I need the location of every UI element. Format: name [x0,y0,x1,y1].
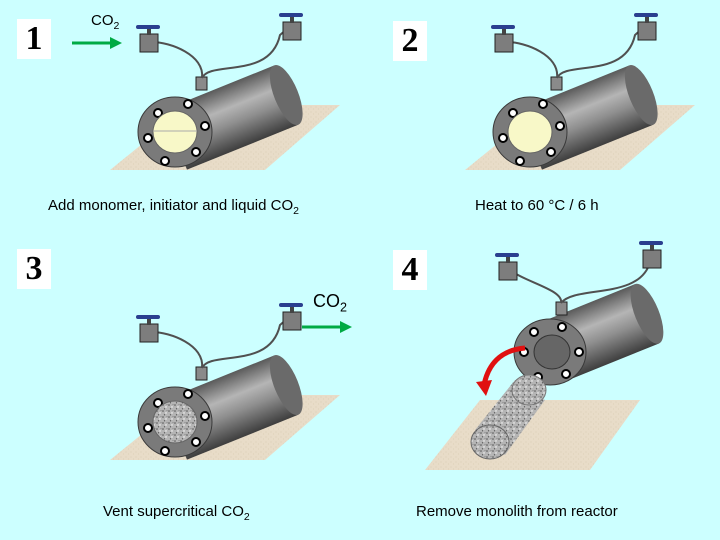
monomer-liquid [152,110,198,154]
step-number-4: 4 [393,250,427,290]
monolith-inside [152,400,198,444]
co2-label-inlet: CO2 [91,12,120,32]
flow-arrow-icon [72,37,122,49]
reactor-step-3 [109,302,341,461]
co2-label-vent: CO2 [313,291,348,315]
step-3-caption: Vent supercritical CO2 [103,503,250,523]
reactor-step-1 [109,12,341,171]
curved-arrow-icon [476,345,526,396]
step-number-1: 1 [17,19,51,59]
monolith [470,374,547,460]
reactor-step-2 [464,12,696,171]
step-number-2: 2 [393,21,427,61]
step-2-caption: Heat to 60 °C / 6 h [475,197,599,214]
step-4-caption: Remove monolith from reactor [416,503,618,520]
flow-arrow-icon [302,321,352,333]
step-number-3: 3 [17,249,51,289]
reactor-step-4 [425,241,664,470]
step-1-caption: Add monomer, initiator and liquid CO2 [48,197,299,217]
